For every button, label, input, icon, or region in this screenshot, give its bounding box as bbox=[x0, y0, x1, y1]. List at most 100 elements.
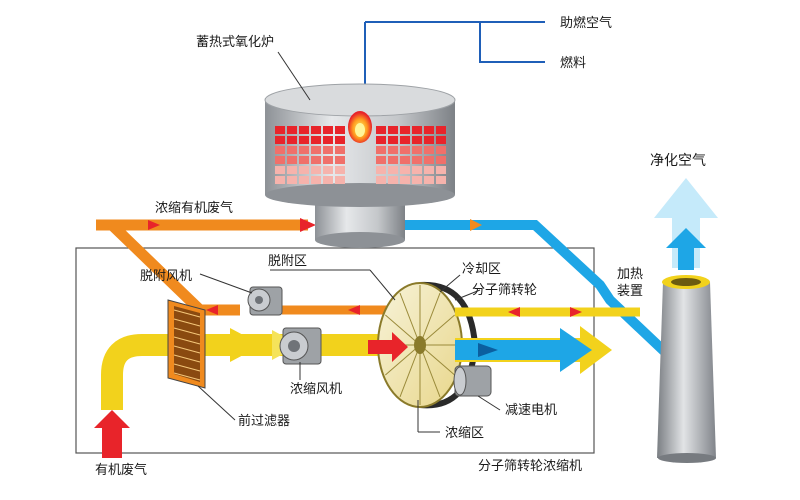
desorption-fan-label: 脱附风机 bbox=[140, 269, 192, 284]
fan-icon bbox=[279, 327, 322, 365]
regenerator-brick bbox=[388, 176, 398, 184]
heating-device-label-2: 装置 bbox=[617, 284, 643, 299]
desorption-zone-label: 脱附区 bbox=[268, 254, 307, 269]
regenerator-brick bbox=[323, 176, 333, 184]
regenerator-brick bbox=[299, 146, 309, 154]
regenerator-brick bbox=[311, 166, 321, 174]
regenerator-brick bbox=[424, 176, 434, 184]
cooling-flow bbox=[455, 307, 640, 317]
regenerator-brick bbox=[335, 136, 345, 144]
regenerator-brick bbox=[311, 146, 321, 154]
regenerator-brick bbox=[287, 136, 297, 144]
concentration-fan-label: 浓缩风机 bbox=[290, 381, 342, 397]
raw-gas-inlet-arrow-icon bbox=[94, 410, 130, 458]
regenerator-brick bbox=[275, 146, 285, 154]
furnace-label: 蓄热式氧化炉 bbox=[196, 35, 274, 50]
regenerator-brick bbox=[323, 146, 333, 154]
regenerator-brick bbox=[299, 166, 309, 174]
regenerator-brick bbox=[400, 156, 410, 164]
flame-icon bbox=[348, 111, 372, 143]
regenerator-brick bbox=[424, 126, 434, 134]
regenerator-brick bbox=[376, 156, 386, 164]
regenerator-brick bbox=[424, 166, 434, 174]
regenerator-brick bbox=[299, 156, 309, 164]
clean-air-pipe bbox=[400, 219, 669, 356]
zeolite-wheel-label: 分子筛转轮 bbox=[472, 283, 537, 298]
regenerator-brick bbox=[388, 156, 398, 164]
regenerator-brick bbox=[376, 126, 386, 134]
regenerator-brick bbox=[287, 126, 297, 134]
regenerator-brick bbox=[436, 156, 446, 164]
regenerator-brick bbox=[436, 176, 446, 184]
regenerator-brick bbox=[335, 146, 345, 154]
wheel-spoke bbox=[385, 314, 421, 346]
regenerator-brick bbox=[323, 126, 333, 134]
concentrator-label: 分子筛转轮浓缩机 bbox=[478, 458, 582, 474]
regenerator-brick bbox=[323, 156, 333, 164]
regenerator-brick bbox=[299, 176, 309, 184]
heating-device-label-1: 加热 bbox=[617, 267, 643, 282]
wheel-spoke bbox=[399, 344, 421, 398]
regenerator-brick bbox=[275, 126, 285, 134]
regenerator-brick bbox=[412, 126, 422, 134]
regenerator-brick bbox=[436, 136, 446, 144]
regenerator-brick bbox=[412, 156, 422, 164]
regenerator-brick bbox=[335, 156, 345, 164]
wheel-spoke bbox=[419, 314, 455, 346]
wheel-spoke bbox=[385, 344, 421, 376]
blue-outlet-arrow-icon bbox=[455, 328, 592, 372]
regenerator-brick bbox=[335, 166, 345, 174]
regenerator-brick bbox=[311, 126, 321, 134]
regenerator-brick bbox=[311, 176, 321, 184]
wheel-spoke bbox=[419, 344, 455, 376]
rto-furnace bbox=[264, 83, 456, 248]
regenerator-brick bbox=[376, 136, 386, 144]
regenerator-brick bbox=[275, 136, 285, 144]
clean-air-label: 净化空气 bbox=[650, 153, 706, 169]
regenerator-brick bbox=[323, 136, 333, 144]
raw-gas-label: 有机废气 bbox=[95, 462, 147, 478]
regenerator-brick bbox=[299, 136, 309, 144]
cooling-zone-label: 冷却区 bbox=[462, 262, 501, 277]
desorption-arrow-icon bbox=[368, 332, 408, 362]
regenerator-brick bbox=[335, 176, 345, 184]
regenerator-brick bbox=[400, 166, 410, 174]
regenerator-brick bbox=[299, 126, 309, 134]
chimney-icon bbox=[657, 275, 716, 463]
reduction-motor-label: 减速电机 bbox=[505, 403, 557, 418]
regenerator-brick bbox=[412, 176, 422, 184]
regenerator-brick bbox=[287, 176, 297, 184]
clean-air-arrow-icon bbox=[654, 178, 718, 270]
regenerator-brick bbox=[400, 126, 410, 134]
regenerator-brick bbox=[412, 146, 422, 154]
regenerator-brick bbox=[323, 166, 333, 174]
regenerator-brick bbox=[275, 176, 285, 184]
filter-icon bbox=[167, 299, 206, 389]
regenerator-brick bbox=[376, 176, 386, 184]
regenerator-brick bbox=[376, 166, 386, 174]
regenerator-brick bbox=[388, 126, 398, 134]
desorption-fan-icon bbox=[247, 286, 283, 316]
regenerator-brick bbox=[424, 146, 434, 154]
prefilter-label: 前过滤器 bbox=[238, 413, 290, 429]
regenerator-brick bbox=[388, 166, 398, 174]
regenerator-brick bbox=[424, 156, 434, 164]
regenerator-brick bbox=[400, 136, 410, 144]
regenerator-brick bbox=[287, 156, 297, 164]
combustion-air-label: 助燃空气 bbox=[560, 15, 612, 31]
regenerator-brick bbox=[311, 136, 321, 144]
regenerator-brick bbox=[388, 146, 398, 154]
regenerator-brick bbox=[376, 146, 386, 154]
regenerator-brick bbox=[388, 136, 398, 144]
regenerator-brick bbox=[424, 136, 434, 144]
fuel-label: 燃料 bbox=[560, 55, 586, 71]
regenerator-brick bbox=[436, 166, 446, 174]
regenerator-brick bbox=[412, 136, 422, 144]
right-regenerator-bed bbox=[376, 126, 446, 184]
regenerator-brick bbox=[287, 166, 297, 174]
regenerator-brick bbox=[436, 126, 446, 134]
regenerator-brick bbox=[275, 166, 285, 174]
motor-icon bbox=[453, 365, 492, 397]
